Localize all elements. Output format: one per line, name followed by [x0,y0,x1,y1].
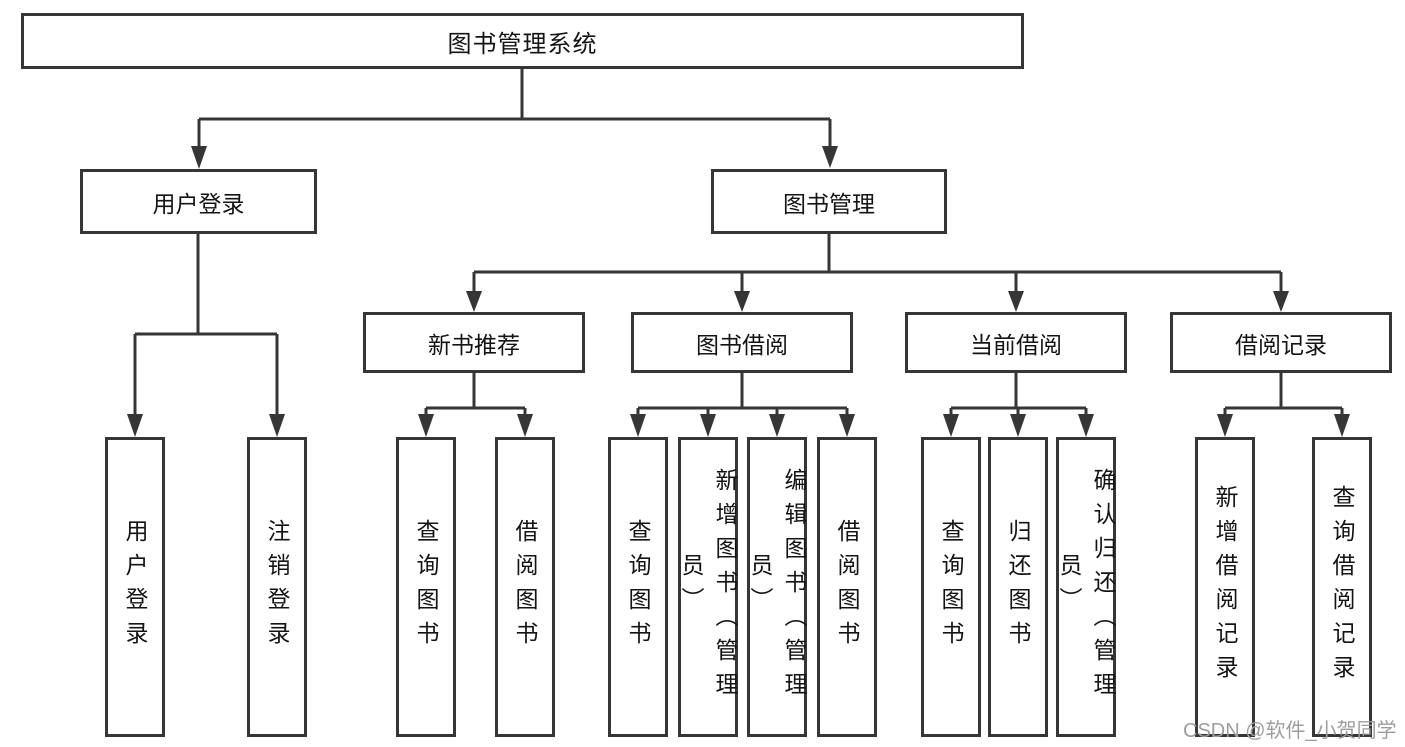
node-borrowing-edit-book-admin: 编辑图书（管理员） [747,437,807,737]
node-current-query-book: 查询图书 [921,437,981,737]
node-label: 确认归还（管理员） [1056,468,1116,706]
node-user-login: 用户登录 [80,169,317,234]
node-user-login-leaf: 用户登录 [105,437,165,737]
node-label: 图书管理系统 [447,30,598,58]
csdn-watermark: CSDN @软件_小贺同学 [1183,720,1397,742]
node-label: 借阅图书 [512,519,538,655]
node-label: 查询图书 [625,519,651,655]
node-borrowing-records: 借阅记录 [1170,312,1392,373]
node-label: 借阅记录 [1235,331,1327,358]
node-label: 新增图书（管理员） [678,468,738,706]
node-label: 查询图书 [413,519,439,655]
node-label: 注销登录 [264,519,290,655]
node-records-add-record: 新增借阅记录 [1195,437,1255,737]
node-label: 用户登录 [122,519,148,655]
node-label: 归还图书 [1005,519,1031,655]
node-label: 编辑图书（管理员） [747,468,807,706]
node-label: 借阅图书 [834,519,860,655]
node-label: 查询图书 [938,519,964,655]
node-current-return-book: 归还图书 [988,437,1048,737]
node-label: 新书推荐 [428,331,520,358]
node-new-book-recommend: 新书推荐 [363,312,585,373]
node-book-management-system: 图书管理系统 [21,13,1024,69]
node-current-confirm-return-admin: 确认归还（管理员） [1056,437,1116,737]
node-label: 图书管理 [783,190,875,217]
node-book-borrowing: 图书借阅 [631,312,853,373]
node-current-borrowing: 当前借阅 [905,312,1127,373]
node-label: 新增借阅记录 [1212,485,1238,689]
node-borrowing-borrow-book: 借阅图书 [817,437,877,737]
node-logout: 注销登录 [247,437,307,737]
node-recommend-borrow-book: 借阅图书 [495,437,555,737]
node-borrowing-add-book-admin: 新增图书（管理员） [678,437,738,737]
node-label: 查询借阅记录 [1329,485,1355,689]
node-label: 用户登录 [152,190,245,217]
node-label: 当前借阅 [970,331,1062,358]
node-borrowing-query-book: 查询图书 [608,437,668,737]
node-book-management: 图书管理 [711,169,947,234]
node-label: 图书借阅 [696,331,788,358]
node-records-query-record: 查询借阅记录 [1312,437,1372,737]
node-recommend-query-book: 查询图书 [396,437,456,737]
